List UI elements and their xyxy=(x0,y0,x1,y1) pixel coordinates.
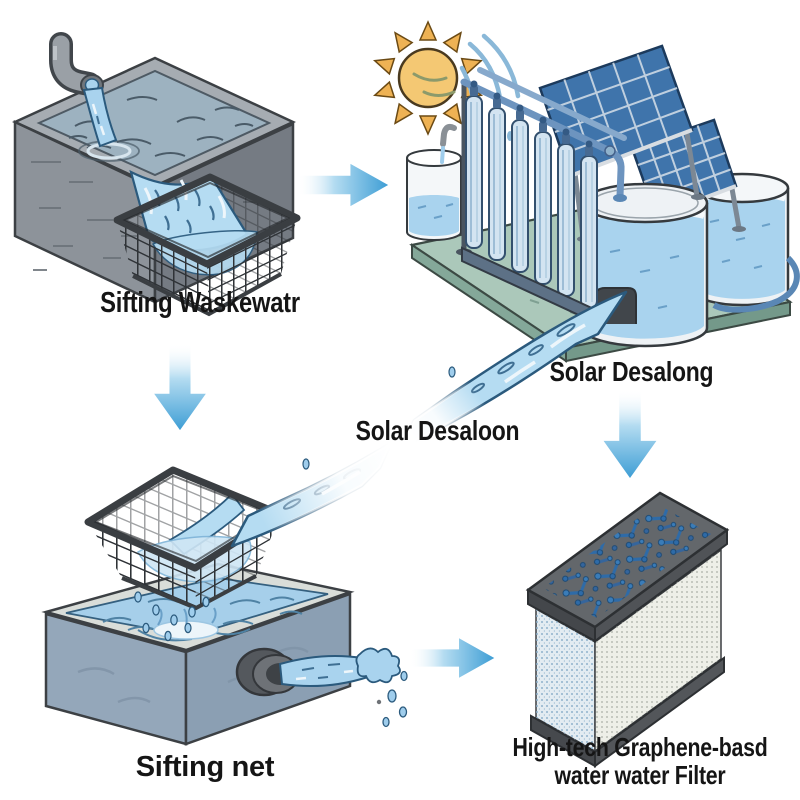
inlet-pipe-icon xyxy=(49,32,104,96)
arrow-right-bottom-icon xyxy=(410,638,495,678)
mesh-basket-icon xyxy=(113,169,301,317)
splash-ring xyxy=(86,142,132,160)
sun-icon xyxy=(371,20,485,135)
arrow-down-left-icon xyxy=(154,344,206,431)
label-sifting-wastewater: Sifting Waskewatr xyxy=(100,287,300,319)
label-graphene-filter: High-tech Graphene-basd water water Filt… xyxy=(512,732,768,791)
sifting-wastewater-illustration xyxy=(11,32,301,317)
graphene-molecule-layer xyxy=(543,504,711,618)
label-stream: Solar Desaloon xyxy=(355,415,520,446)
outlet-water-spurt xyxy=(278,647,408,728)
small-faucet-icon xyxy=(440,123,457,147)
label-sifting-net: Sifting net xyxy=(135,751,275,783)
arrow-right-top-icon xyxy=(298,163,389,207)
membrane-tubes xyxy=(465,80,598,309)
basin-ripples xyxy=(102,596,303,642)
inlet-water-column xyxy=(82,86,118,148)
graphene-filter-block xyxy=(525,491,730,768)
tank-outlet-arch xyxy=(594,287,637,324)
return-pipe xyxy=(712,255,800,313)
brine-tank xyxy=(694,172,790,307)
solar-desalination-illustration xyxy=(371,20,800,363)
feed-tank xyxy=(406,123,462,241)
distillate-tank xyxy=(581,182,709,348)
label-solar-desalination: Solar Desalong xyxy=(549,356,714,387)
falling-droplets xyxy=(134,591,210,642)
outlet-pipe-icon xyxy=(235,647,408,728)
arrow-down-right-icon xyxy=(603,390,657,479)
graphene-filter-illustration xyxy=(525,491,730,768)
sifting-net-illustration xyxy=(41,466,408,746)
